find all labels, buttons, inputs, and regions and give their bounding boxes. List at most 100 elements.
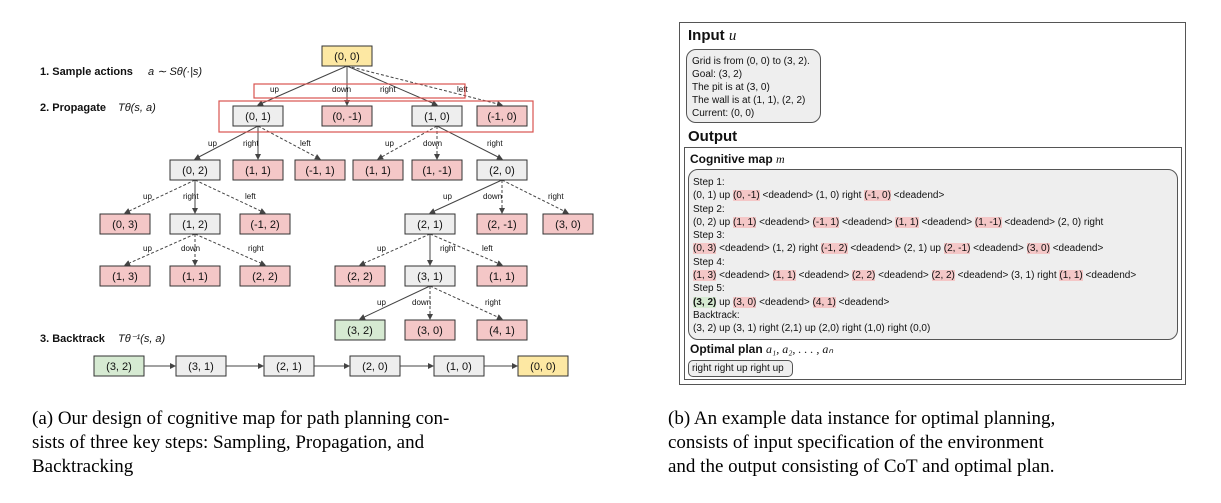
state-node <box>321 105 373 127</box>
backtrack-node-label: (3, 1) <box>188 361 214 373</box>
state-node-label: (3, 2) <box>347 325 373 337</box>
tree-edge <box>124 233 196 266</box>
action-label: up <box>270 85 279 94</box>
deadend-state: (1, 1) <box>733 216 757 228</box>
caption-b: (b) An example data instance for optimal… <box>668 407 1193 479</box>
step1-label: 1. Sample actions <box>40 66 133 78</box>
goal-state: (3, 2) <box>693 296 717 308</box>
cognitive-map-line: (0, 1) up (0, -1) <deadend> (1, 0) right… <box>693 190 945 202</box>
state-node <box>232 159 284 181</box>
caption-a-line: Backtracking <box>32 456 134 477</box>
state-node-label: (2, 2) <box>252 271 278 283</box>
optimal-plan-box: right right up right up <box>688 360 793 377</box>
cognitive-map-line: (1, 3) <deadend> (1, 1) <deadend> (2, 2)… <box>693 270 1137 282</box>
action-label: right <box>487 139 503 148</box>
cog-var: m <box>776 152 785 166</box>
backtrack-node <box>517 355 569 377</box>
deadend-state: (2, 2) <box>852 270 876 282</box>
tree-edge <box>359 285 431 320</box>
tree-edge <box>429 285 503 320</box>
deadend-state: (-1, 2) <box>820 243 848 255</box>
tree-edge <box>359 233 431 266</box>
action-label: right <box>440 244 456 253</box>
input-line: Current: (0, 0) <box>692 108 755 119</box>
tree-edge <box>501 179 569 214</box>
state-node-label: (1, 1) <box>489 271 515 283</box>
caption-a-line: (a) Our design of cognitive map for path… <box>32 408 450 429</box>
step3-label: 3. Backtrack <box>40 333 106 345</box>
action-label: down <box>423 139 442 148</box>
step2-math: Tθ(s, a) <box>118 102 156 114</box>
step1-math: a ∼ Sθ(·|s) <box>148 66 202 78</box>
state-node <box>99 265 151 287</box>
state-node-label: (0, 1) <box>245 111 271 123</box>
state-node-label: (1, -1) <box>422 165 451 177</box>
cognitive-map-line: Backtrack: <box>693 309 740 321</box>
state-node-label: (1, 1) <box>365 165 391 177</box>
action-label: left <box>245 192 256 201</box>
state-node <box>476 105 528 127</box>
deadend-state: (2, -1) <box>943 243 971 255</box>
tree-edge <box>194 233 266 266</box>
state-node-label: (-1, 2) <box>250 219 279 231</box>
deadend-state: (3, 0) <box>1026 243 1050 255</box>
action-label: down <box>483 192 502 201</box>
tree-edge <box>194 179 266 214</box>
state-node-label: (2, 0) <box>489 165 515 177</box>
state-node-label: (1, 2) <box>182 219 208 231</box>
state-node-label: (2, -1) <box>487 219 516 231</box>
input-title: Input <box>688 27 725 44</box>
plan-title: Optimal plan <box>690 342 763 356</box>
state-node <box>294 159 346 181</box>
action-label: down <box>332 85 351 94</box>
caption-a: (a) Our design of cognitive map for path… <box>32 407 617 479</box>
data-instance-panel: Input u Grid is from (0, 0) to (3, 2). G… <box>679 22 1186 385</box>
tree-edge <box>124 179 196 214</box>
input-line: The wall is at (1, 1), (2, 2) <box>692 95 806 106</box>
action-label: right <box>485 298 501 307</box>
deadend-state: (-1, 1) <box>812 216 840 228</box>
state-node-label: (3, 0) <box>555 219 581 231</box>
state-node-label: (1, 1) <box>245 165 271 177</box>
state-node <box>411 159 463 181</box>
state-node-label: (0, 3) <box>112 219 138 231</box>
state-node <box>352 159 404 181</box>
propagate-highlight <box>218 100 534 133</box>
input-line: Goal: (3, 2) <box>692 69 743 80</box>
state-node <box>232 105 284 127</box>
state-node-label: (1, 0) <box>424 111 450 123</box>
state-node-label: (-1, 0) <box>487 111 516 123</box>
input-line: The pit is at (3, 0) <box>692 82 770 93</box>
state-node-label: (3, 1) <box>417 271 443 283</box>
tree-edge <box>429 179 503 214</box>
backtrack-node-label: (2, 0) <box>362 361 388 373</box>
caption-b-line: consists of input specification of the e… <box>668 432 1044 453</box>
state-node <box>476 159 528 181</box>
cognitive-map-line: (3, 2) up (3, 1) right (2,1) up (2,0) ri… <box>693 323 931 335</box>
cog-title: Cognitive map <box>690 152 773 166</box>
action-label: left <box>457 85 468 94</box>
backtrack-node-label: (3, 2) <box>106 361 132 373</box>
action-label: right <box>183 192 199 201</box>
action-label: right <box>548 192 564 201</box>
deadend-state: (0, -1) <box>733 190 760 202</box>
state-node-label: (-1, 1) <box>305 165 334 177</box>
deadend-state: (-1, 0) <box>864 190 891 202</box>
action-label: up <box>143 244 152 253</box>
state-node <box>334 265 386 287</box>
cognitive-map-line: Step 2: <box>693 203 725 215</box>
input-box: Grid is from (0, 0) to (3, 2). Goal: (3,… <box>686 49 821 123</box>
action-label: right <box>248 244 264 253</box>
state-node <box>334 319 386 341</box>
state-node <box>239 265 291 287</box>
action-label: up <box>143 192 152 201</box>
state-node-label: (1, 3) <box>112 271 138 283</box>
deadend-state: (1, -1) <box>974 216 1002 228</box>
state-node <box>476 265 528 287</box>
step3-math: Tθ⁻¹(s, a) <box>118 333 166 345</box>
optimal-plan-heading: Optimal plan a₁, a₂, . . . , aₙ <box>690 342 833 357</box>
caption-b-line: (b) An example data instance for optimal… <box>668 408 1056 429</box>
state-node <box>239 213 291 235</box>
